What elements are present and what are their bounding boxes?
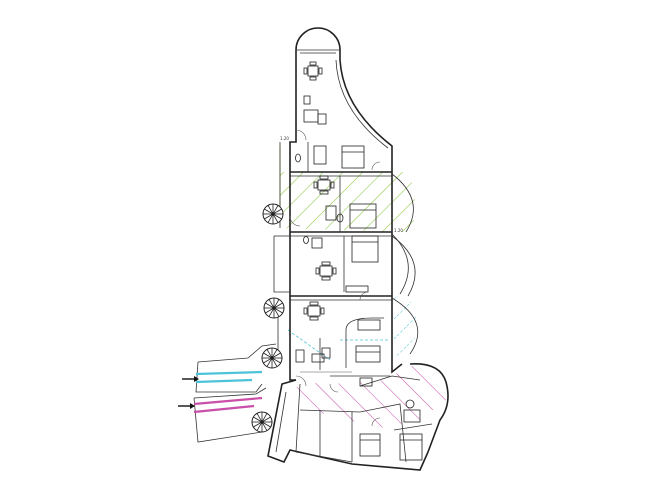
spiral-stair-icon bbox=[262, 203, 284, 225]
dimension-label: 1.20 bbox=[280, 136, 289, 141]
door-swings bbox=[289, 129, 381, 427]
toilet-icon bbox=[295, 145, 344, 359]
terrace-zone-magenta bbox=[296, 366, 447, 428]
dimension-label: 1.20 bbox=[394, 228, 403, 233]
spiral-stairs bbox=[251, 203, 285, 433]
balcony-arcs bbox=[391, 173, 419, 355]
bed-icon bbox=[341, 145, 365, 169]
entry-ramp-upper bbox=[195, 343, 277, 393]
spiral-stair-icon bbox=[251, 411, 273, 433]
bed-icon bbox=[359, 433, 381, 457]
spiral-stair-icon bbox=[261, 347, 283, 369]
bed-icon bbox=[351, 235, 379, 263]
entry-arrow-icon bbox=[178, 376, 199, 409]
dining-table-icon bbox=[313, 175, 335, 195]
bed-icon bbox=[355, 345, 381, 363]
balcony-zone-cyan bbox=[287, 296, 417, 361]
bed-icon bbox=[399, 433, 423, 461]
kitchen-counter bbox=[295, 285, 373, 387]
spiral-stair-icon bbox=[263, 297, 285, 319]
dining-table-icon bbox=[315, 261, 337, 281]
dining-table-icon bbox=[303, 61, 323, 81]
bed-icon bbox=[357, 319, 381, 331]
sofa-set bbox=[303, 95, 421, 423]
dining-table-icon bbox=[303, 301, 325, 321]
bed-icon bbox=[349, 203, 377, 229]
